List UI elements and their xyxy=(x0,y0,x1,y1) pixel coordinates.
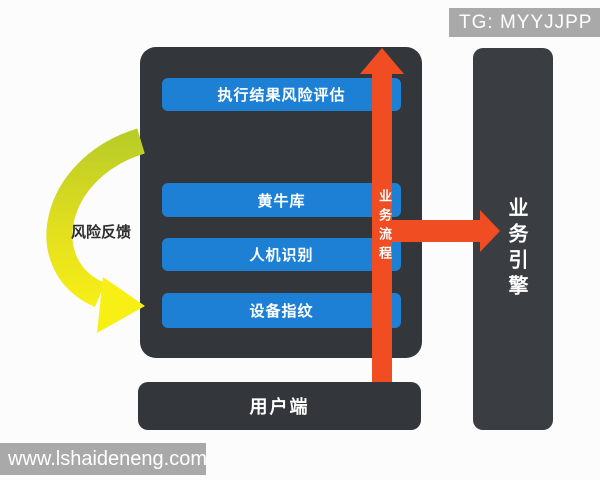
module-execution-risk-assessment: 执行结果风险评估 xyxy=(162,78,401,111)
feedback-arrow-curve xyxy=(46,128,146,307)
module-device-fingerprint: 设备指纹 xyxy=(162,293,401,328)
module-label: 人机识别 xyxy=(249,247,314,264)
watermark-telegram-text: TG: MYYJJPP xyxy=(459,11,593,33)
module-label: 执行结果风险评估 xyxy=(217,87,346,104)
client-node: 用户端 xyxy=(138,382,421,430)
engine-label: 业务引擎 xyxy=(505,197,527,301)
client-label: 用户端 xyxy=(249,397,310,417)
module-label: 黄牛库 xyxy=(257,192,306,210)
module-label: 设备指纹 xyxy=(249,303,314,320)
feedback-arrow-label: 风险反馈 xyxy=(70,224,131,241)
module-scalper-database: 黄牛库 xyxy=(162,183,401,217)
feedback-arrow-head-icon xyxy=(97,277,145,333)
watermark-telegram: TG: MYYJJPP xyxy=(449,8,600,37)
watermark-website-text: www.lshaideneng.com xyxy=(8,447,207,470)
flow-arrow-label: 业务流程 xyxy=(377,189,392,265)
watermark-website: www.lshaideneng.com xyxy=(0,443,207,475)
module-human-machine-recognition: 人机识别 xyxy=(162,238,401,271)
